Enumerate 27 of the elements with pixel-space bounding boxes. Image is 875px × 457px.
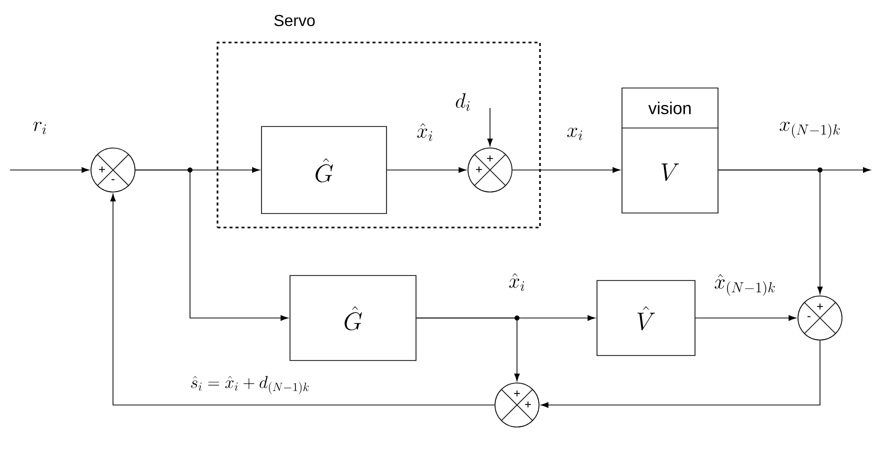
block-box: $\hat{G}$ bbox=[290, 275, 416, 361]
edge-label: $\hat{x}_{(N-1)k}$ bbox=[714, 274, 775, 296]
edge-label: $\hat{x}_i$ bbox=[417, 123, 432, 141]
block-box: vision $V$ bbox=[622, 88, 718, 214]
summing-junction: + + bbox=[494, 382, 540, 428]
node-label: Servo bbox=[274, 14, 315, 26]
summing-junction: + - bbox=[798, 296, 842, 340]
arrow bbox=[416, 318, 520, 382]
arrow bbox=[718, 170, 823, 294]
edge-label: $r_i$ bbox=[33, 122, 46, 134]
edge-label: $x_i$ bbox=[567, 128, 582, 140]
arrow bbox=[695, 315, 796, 321]
arrow bbox=[487, 108, 493, 146]
edge-label: $\hat{x}_i$ bbox=[509, 273, 524, 291]
arrow bbox=[386, 167, 466, 173]
arrow bbox=[110, 194, 495, 406]
summing-junction: + - bbox=[90, 148, 136, 192]
summing-junction: + + bbox=[468, 148, 512, 192]
block-box: $\hat{G}$ bbox=[261, 126, 387, 214]
arrow bbox=[135, 170, 288, 321]
arrow bbox=[10, 167, 90, 173]
arrow bbox=[512, 167, 620, 173]
edge-label: $d_i$ bbox=[456, 93, 470, 111]
edge-label: $\hat{s}_i = \hat{x}_i + d_{(N-1)k}$ bbox=[191, 376, 309, 394]
block-box: $\hat{V}$ bbox=[596, 280, 696, 356]
edge-label: $x_{(N-1)k}$ bbox=[780, 122, 840, 138]
arrow bbox=[540, 340, 820, 408]
